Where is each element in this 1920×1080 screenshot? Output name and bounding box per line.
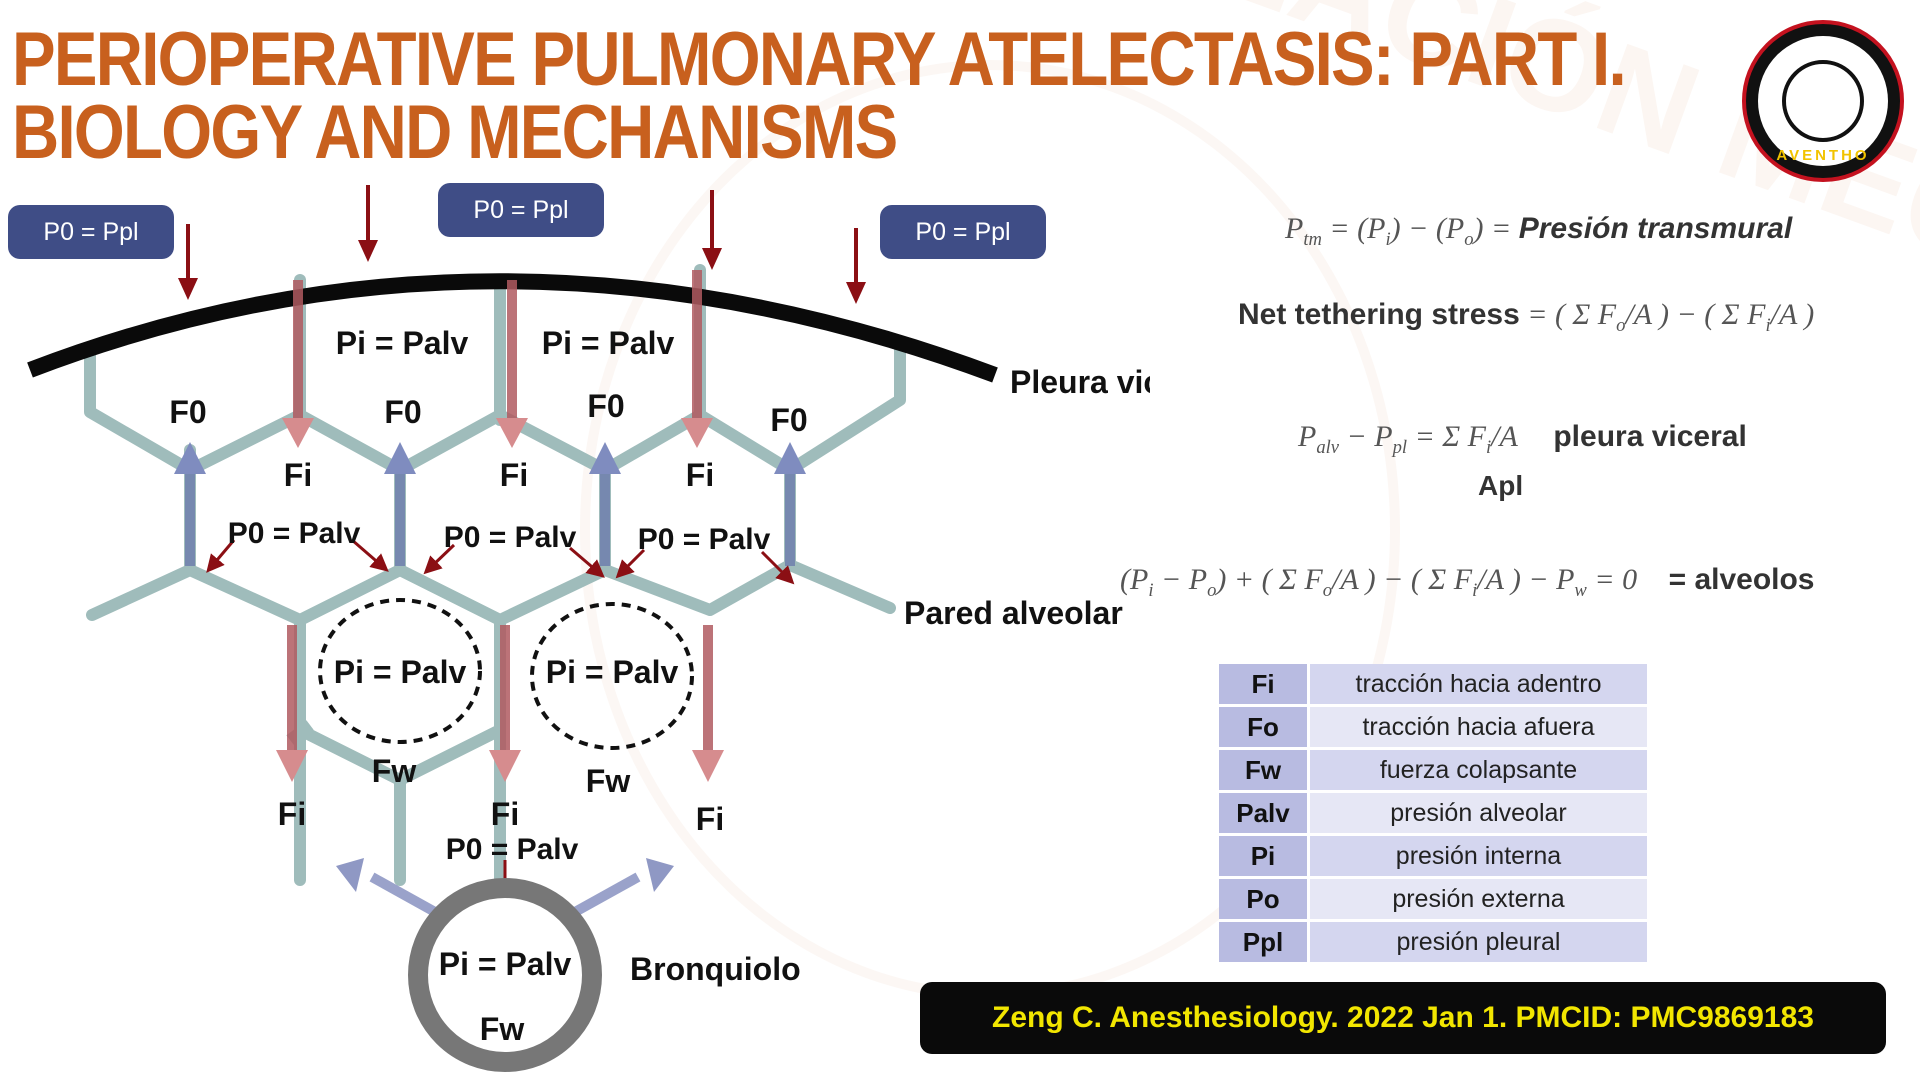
formula-pleura-sub-text: Apl (1478, 470, 1524, 501)
legend-row: Palv presión alveolar (1219, 791, 1647, 836)
fw-label-2: Fw (586, 763, 631, 799)
slide-title-line-1: PERIOPERATIVE PULMONARY ATELECTASIS: PAR… (12, 17, 1627, 102)
collapsed-alveolus-left (318, 598, 482, 744)
formula-pleura-expr: Palv − Ppl = Σ Fi/A (1298, 420, 1518, 458)
pleura-viceral-curve (27, 273, 998, 383)
formula-tethering: Net tethering stress = ( Σ Fo/A ) − ( Σ … (1238, 298, 1814, 337)
fi-label-2: Fi (500, 457, 528, 493)
legend-definition: fuerza colapsante (1308, 748, 1647, 793)
pleural-pressure-arrows (178, 185, 866, 304)
legend-row: Po presión externa (1219, 877, 1647, 922)
pleural-pressure-boxes (8, 183, 1046, 259)
legend-definition: presión pleural (1308, 920, 1647, 965)
formula-alveolos: (Pi − Po) + ( Σ Fo/A ) − ( Σ Fi/A ) − Pw… (1120, 563, 1815, 602)
legend-row: Fo tracción hacia afuera (1219, 705, 1647, 750)
slide-title-line-2: BIOLOGY AND MECHANISMS (12, 90, 898, 175)
fi-label-5: Fi (491, 796, 519, 832)
alveolus-p0-label-2: P0 = Palv (444, 521, 577, 554)
citation-text: Zeng C. Anesthesiology. 2022 Jan 1. PMCI… (992, 1001, 1814, 1034)
formula-pleura: Palv − Ppl = Σ Fi/A pleura viceral (1298, 420, 1747, 459)
logo-name: AVENTHO (1776, 147, 1870, 164)
legend-row: Pi presión interna (1219, 834, 1647, 879)
formula-transmural: Ptm = (Pi) − (Po) = Presión transmural (1285, 212, 1792, 251)
legend-symbol: Fi (1219, 664, 1310, 707)
alveolus-pi-label-2: Pi = Palv (542, 325, 675, 361)
fw-label-1: Fw (372, 753, 417, 789)
fi-label-1: Fi (284, 457, 312, 493)
legend-definition: tracción hacia adentro (1308, 664, 1647, 707)
legend-symbol: Po (1219, 877, 1310, 922)
alveolus-p0-label-1: P0 = Palv (228, 517, 361, 550)
pleural-box-label-1: P0 = Ppl (43, 218, 138, 246)
alveolus-pi-label-1: Pi = Palv (336, 325, 469, 361)
alveolar-diagram: P0 = Ppl P0 = Ppl P0 = Ppl Pi = Palv Pi … (8, 183, 1150, 1072)
legend-symbol: Fo (1219, 705, 1310, 750)
formula-alveolos-label-text: alveolos (1694, 563, 1815, 596)
pared-alveolar-label: Pared alveolar (904, 595, 1123, 631)
legend-symbol: Fw (1219, 748, 1310, 793)
formula-tethering-expr: = ( Σ Fo/A ) − ( Σ Fi/A ) (1527, 298, 1815, 336)
pleural-box-label-2: P0 = Ppl (473, 196, 568, 224)
pleura-viceral-label: Pleura viceral (1010, 364, 1150, 400)
bronchiole-pi-label: Pi = Palv (439, 946, 572, 982)
bronchiole-p0-label: P0 = Palv (446, 833, 579, 866)
formula-pleura-sub: Apl (1478, 470, 1523, 503)
legend-definition: presión interna (1308, 834, 1647, 879)
bronchiole-tethering-arrows (336, 858, 674, 917)
fi-label-3: Fi (686, 457, 714, 493)
collapsed-alveolus-right (530, 602, 694, 750)
alveolus-p0-label-3: P0 = Palv (638, 523, 771, 556)
pleural-box-label-3: P0 = Ppl (915, 218, 1010, 246)
formula-alveolos-label: = alveolos (1668, 563, 1815, 596)
fo-arrows (174, 442, 806, 566)
bronquiolo-label: Bronquiolo (630, 951, 801, 987)
fo-label-1: F0 (169, 394, 206, 430)
legend-definition: presión externa (1308, 877, 1647, 922)
legend-row: Ppl presión pleural (1219, 920, 1647, 965)
fo-label-2: F0 (384, 394, 421, 430)
legend-symbol: Palv (1219, 791, 1310, 836)
legend-definition: tracción hacia afuera (1308, 705, 1647, 750)
citation-banner: Zeng C. Anesthesiology. 2022 Jan 1. PMCI… (920, 982, 1886, 1054)
lung-logo-icon (1782, 60, 1864, 142)
fi-label-6: Fi (696, 801, 724, 837)
fo-label-3: F0 (587, 388, 624, 424)
formula-transmural-label: Presión transmural (1518, 212, 1793, 245)
legend-row: Fi tracción hacia adentro (1219, 664, 1647, 707)
legend-symbol: Pi (1219, 834, 1310, 879)
fi-label-4: Fi (278, 796, 306, 832)
fo-label-4: F0 (770, 402, 807, 438)
legend-definition: presión alveolar (1308, 791, 1647, 836)
formula-alveolos-expr: (Pi − Po) + ( Σ Fo/A ) − ( Σ Fi/A ) − Pw… (1120, 563, 1638, 601)
formula-transmural-expr: Ptm = (Pi) − (Po) = (1285, 212, 1512, 250)
legend-symbol: Ppl (1219, 920, 1310, 965)
fi-arrows (276, 270, 724, 782)
fw-label-3: Fw (480, 1011, 525, 1047)
symbol-legend-table: Fi tracción hacia adentro Fo tracción ha… (1219, 664, 1647, 965)
aventho-logo: AVENTHO (1742, 20, 1904, 182)
alveolus-pi-label-3: Pi = Palv (334, 654, 467, 690)
alveolar-walls (84, 264, 906, 886)
bronchiole-ring (408, 878, 602, 1072)
alveolus-pi-label-4: Pi = Palv (546, 654, 679, 690)
legend-row: Fw fuerza colapsante (1219, 748, 1647, 793)
formula-tethering-label: Net tethering stress (1238, 298, 1520, 331)
formula-pleura-label: pleura viceral (1553, 420, 1747, 453)
